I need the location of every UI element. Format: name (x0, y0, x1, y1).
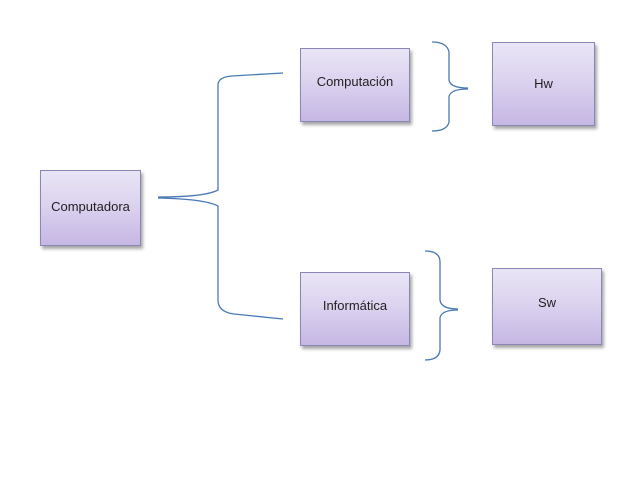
node-sw: Sw (492, 268, 602, 345)
brace-computacion-hw (431, 41, 469, 132)
node-label: Computadora (51, 199, 130, 214)
node-label: Informática (322, 298, 388, 313)
node-computadora: Computadora (40, 170, 141, 246)
node-label: Computación (316, 74, 394, 89)
node-computacion: Computación (300, 48, 410, 122)
node-hw: Hw (492, 42, 595, 126)
node-label: Sw (537, 295, 557, 310)
node-label: Hw (534, 76, 553, 91)
brace-informatica-sw (424, 250, 459, 361)
brace-computadora (157, 72, 284, 320)
node-informatica: Informática (300, 272, 410, 346)
